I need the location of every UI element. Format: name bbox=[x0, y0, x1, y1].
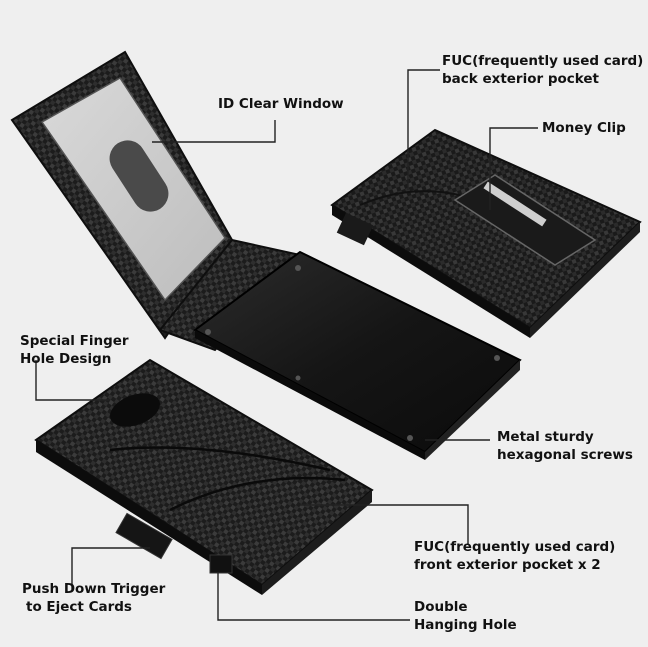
callout-screws-line2: hexagonal screws bbox=[497, 447, 633, 463]
metal-plate bbox=[193, 250, 522, 460]
callout-id-window: ID Clear Window bbox=[218, 95, 344, 113]
hanging-hole-icon bbox=[209, 554, 233, 574]
callout-finger-hole-line1: Special Finger bbox=[20, 333, 129, 349]
callout-hanging-hole-line2: Hanging Hole bbox=[414, 617, 517, 633]
callout-fuc-front-line1: FUC(frequently used card) bbox=[414, 539, 616, 555]
wallet-front bbox=[34, 358, 374, 595]
callout-fuc-back-line1: FUC(frequently used card) bbox=[442, 53, 644, 69]
callout-screws-line1: Metal sturdy bbox=[497, 429, 594, 445]
screw-icon bbox=[407, 435, 413, 441]
callout-fuc-back: FUC(frequently used card) back exterior … bbox=[442, 52, 643, 88]
callout-finger-hole-line2: Hole Design bbox=[20, 351, 112, 367]
screw-icon bbox=[205, 329, 211, 335]
callout-id-window-text: ID Clear Window bbox=[218, 96, 344, 112]
thumb-slot-icon bbox=[109, 140, 169, 212]
callout-fuc-front-line2: front exterior pocket x 2 bbox=[414, 557, 601, 573]
callout-screws: Metal sturdy hexagonal screws bbox=[497, 428, 633, 464]
callout-fuc-front: FUC(frequently used card) front exterior… bbox=[414, 538, 615, 574]
callout-finger-hole: Special Finger Hole Design bbox=[20, 332, 129, 368]
callout-money-clip: Money Clip bbox=[542, 119, 626, 137]
callout-trigger: Push Down Trigger to Eject Cards bbox=[22, 580, 165, 616]
callout-trigger-line1: Push Down Trigger bbox=[22, 581, 166, 597]
callout-fuc-back-line2: back exterior pocket bbox=[442, 71, 600, 87]
callout-money-clip-text: Money Clip bbox=[542, 120, 626, 136]
eject-trigger bbox=[115, 512, 173, 560]
screw-icon bbox=[295, 375, 301, 381]
screw-icon bbox=[295, 265, 301, 271]
screw-icon bbox=[494, 355, 500, 361]
id-flap bbox=[10, 50, 302, 352]
callout-hanging-hole: Double Hanging Hole bbox=[414, 598, 517, 634]
leader-lines bbox=[35, 69, 538, 621]
callout-hanging-hole-line1: Double bbox=[414, 599, 468, 615]
finger-hole-icon bbox=[110, 393, 160, 427]
callout-trigger-line2: to Eject Cards bbox=[26, 599, 132, 615]
